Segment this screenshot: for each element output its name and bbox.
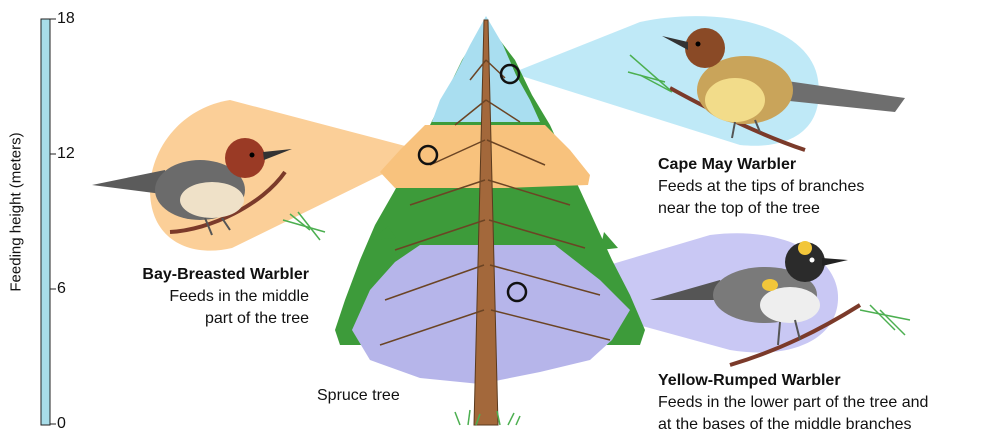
cape-may-caption: Cape May Warbler Feeds at the tips of br…	[658, 154, 864, 220]
tree-label: Spruce tree	[317, 385, 400, 407]
yellow-rumped-desc-1: Feeds in the lower part of the tree and	[658, 392, 928, 414]
tick-label-18: 18	[57, 10, 75, 28]
yellow-rumped-desc-2: at the bases of the middle branches	[658, 414, 928, 436]
tick-label-6: 6	[57, 280, 66, 298]
bay-breasted-desc-2: part of the tree	[142, 308, 309, 330]
yellow-rumped-caption: Yellow-Rumped Warbler Feeds in the lower…	[658, 370, 928, 436]
bay-breasted-desc-1: Feeds in the middle	[142, 286, 309, 308]
tick-label-0: 0	[57, 415, 66, 433]
cape-may-name: Cape May Warbler	[658, 154, 864, 176]
axis-title: Feeding height (meters)	[5, 92, 27, 332]
bay-breasted-name: Bay-Breasted Warbler	[142, 264, 309, 286]
cape-may-desc-1: Feeds at the tips of branches	[658, 176, 864, 198]
height-axis-bar	[41, 19, 50, 425]
cape-may-desc-2: near the top of the tree	[658, 198, 864, 220]
tick-label-12: 12	[57, 145, 75, 163]
bay-breasted-caption: Bay-Breasted Warbler Feeds in the middle…	[142, 264, 309, 330]
yellow-rumped-name: Yellow-Rumped Warbler	[658, 370, 928, 392]
